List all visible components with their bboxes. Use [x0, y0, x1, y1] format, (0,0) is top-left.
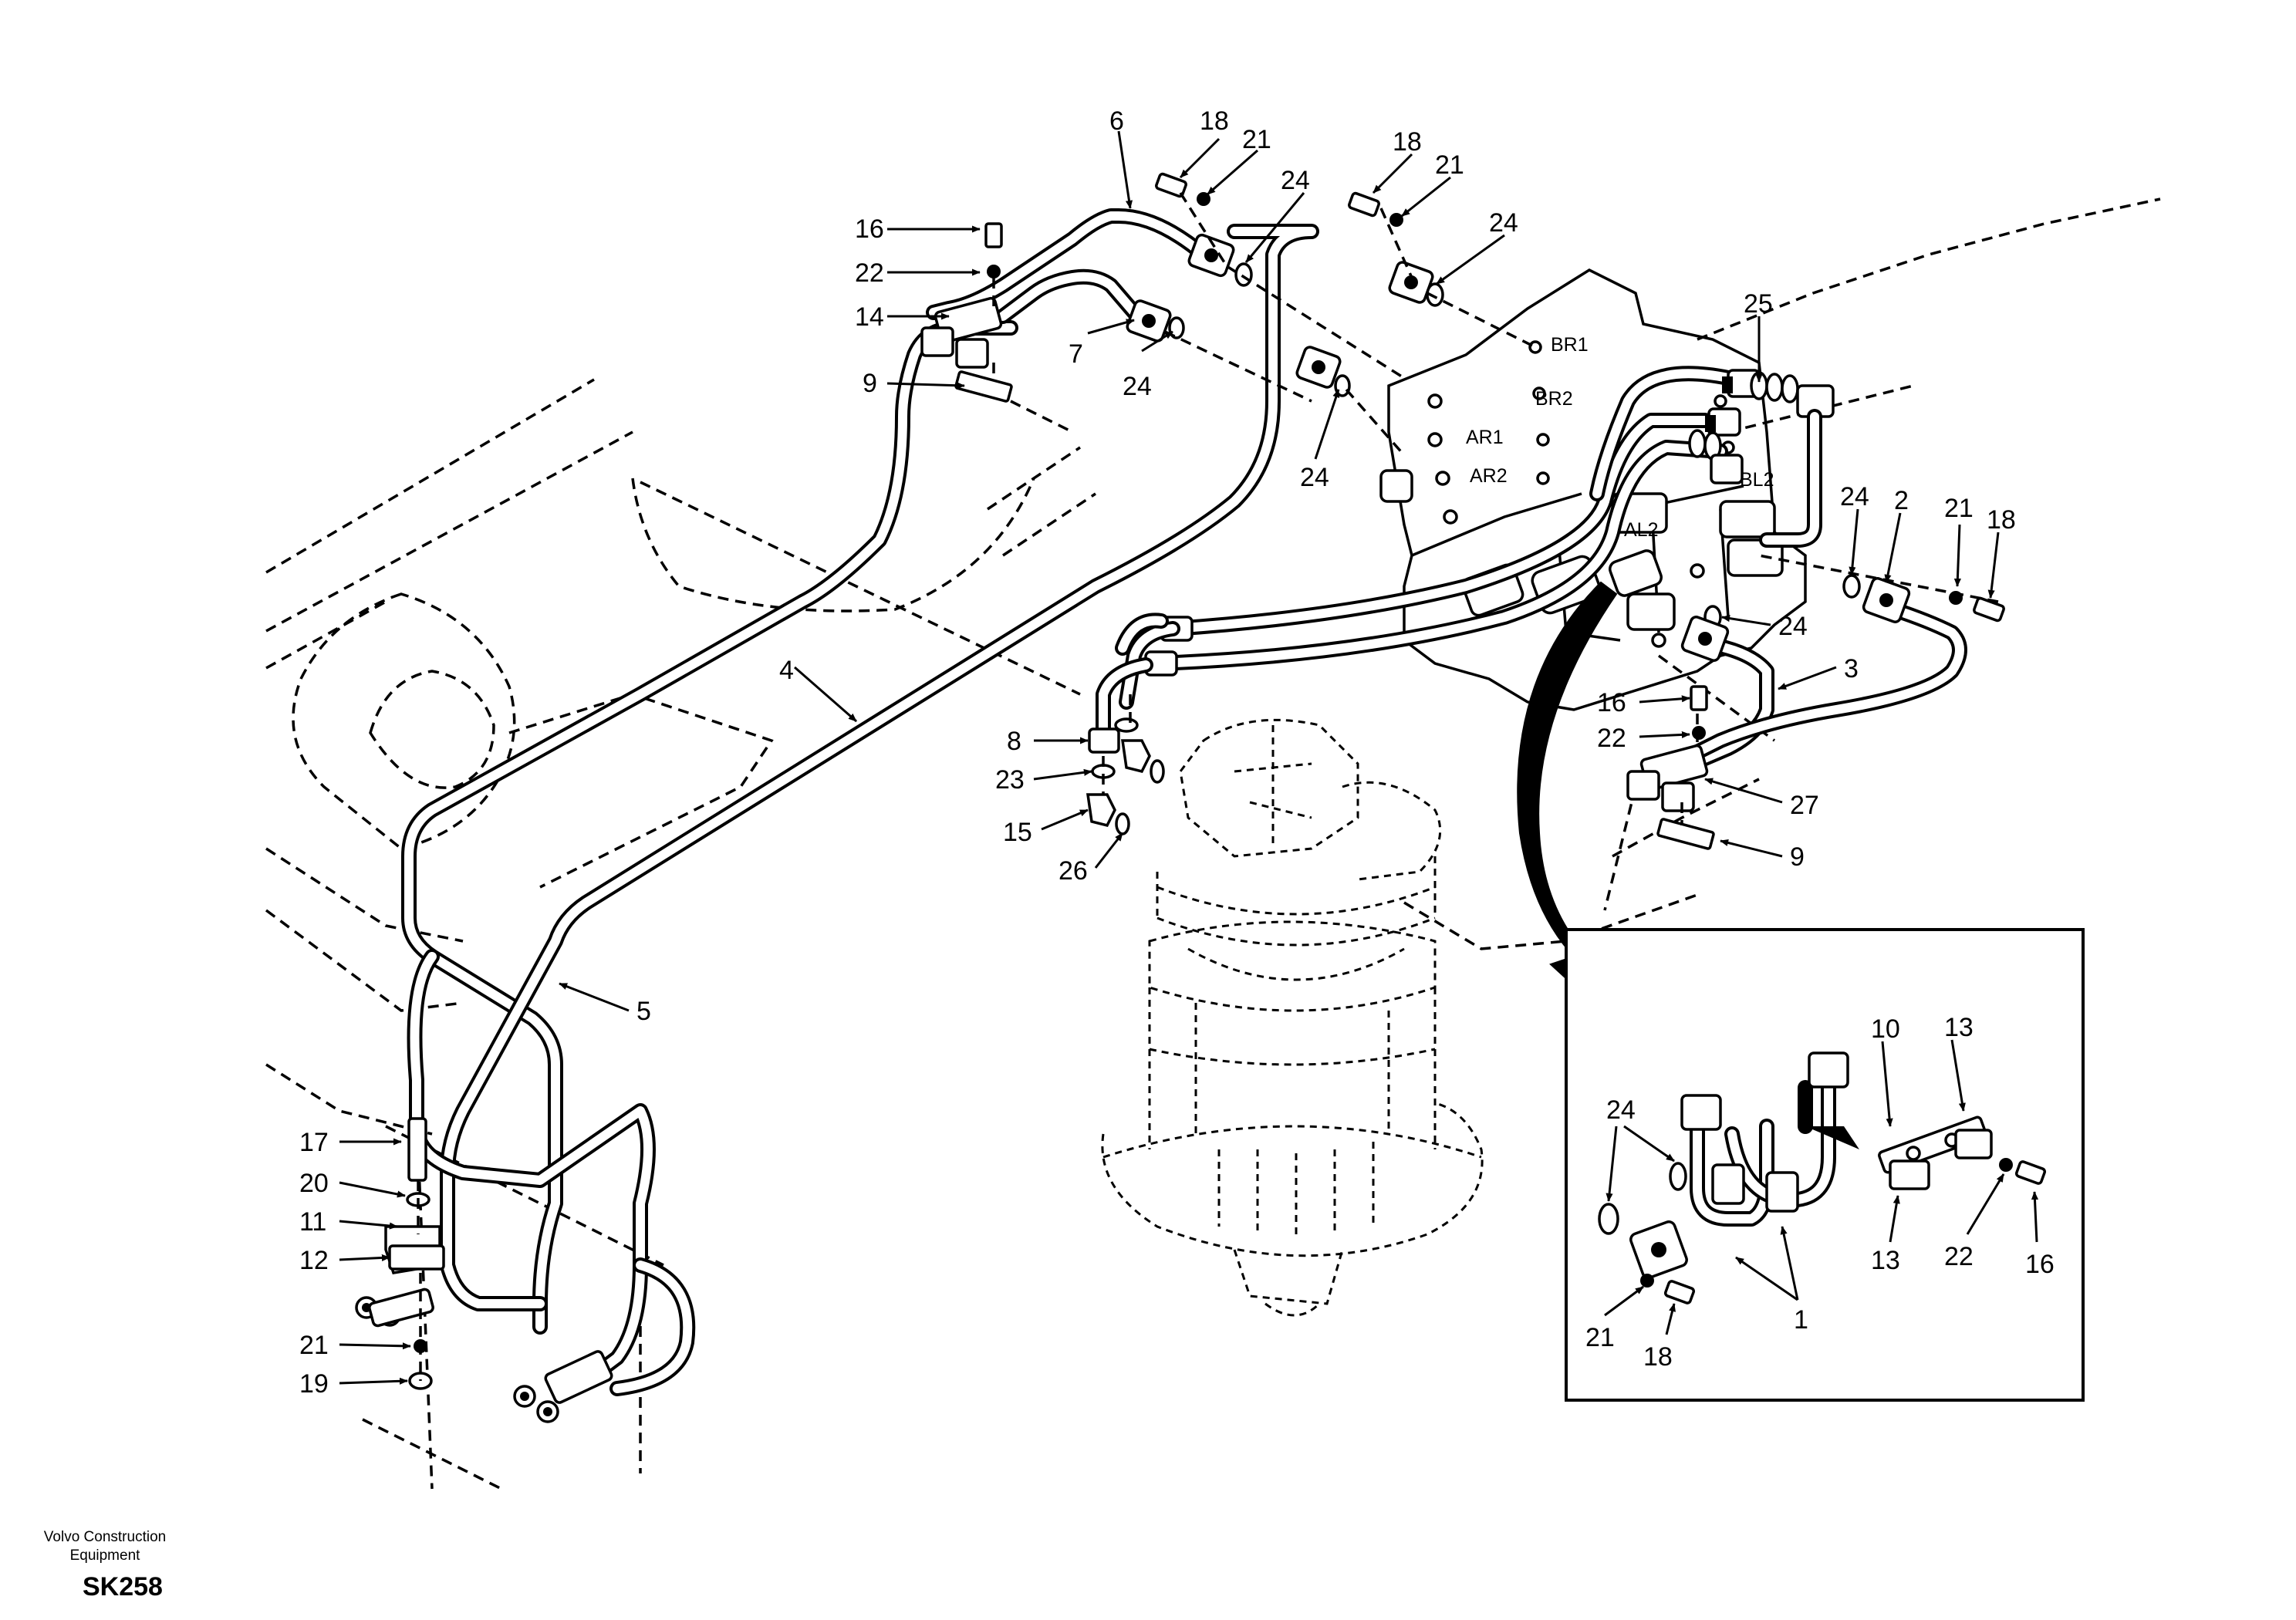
- port-label-ar1: AR1: [1466, 427, 1504, 448]
- callout-inset-24: 24: [1606, 1095, 1636, 1125]
- callout-4: 4: [779, 656, 794, 685]
- callout-6: 6: [1109, 106, 1124, 136]
- callout-inset-13-b: 13: [1871, 1246, 1900, 1275]
- callout-24-b: 24: [1489, 208, 1518, 238]
- callout-21-d: 21: [299, 1331, 329, 1360]
- drawing-code: SK258: [83, 1572, 163, 1601]
- frame-outline-dashed: [265, 197, 2161, 1490]
- port-label-al2: AL2: [1624, 519, 1658, 541]
- callout-23: 23: [995, 765, 1025, 795]
- callout-12: 12: [299, 1246, 329, 1275]
- boom-pipe-ends-right: [513, 1350, 613, 1423]
- callout-27: 27: [1790, 791, 1819, 820]
- callout-8: 8: [1007, 727, 1021, 756]
- callout-18-b: 18: [1393, 127, 1422, 157]
- callout-18-a: 18: [1200, 106, 1229, 136]
- callout-inset-10: 10: [1871, 1014, 1900, 1044]
- pipe-2: [1666, 602, 1967, 771]
- port-label-bl2: BL2: [1740, 469, 1774, 491]
- pipe-4-lower: [407, 949, 696, 1396]
- callout-24-c: 24: [1123, 372, 1152, 401]
- port-label-ar2: AR2: [1470, 465, 1508, 487]
- callout-24-d: 24: [1300, 463, 1329, 492]
- callout-19: 19: [299, 1369, 329, 1399]
- callout-22-a: 22: [855, 258, 884, 288]
- callout-5: 5: [636, 997, 651, 1026]
- callout-3: 3: [1844, 654, 1859, 683]
- callout-21-c: 21: [1944, 494, 1974, 523]
- port-label-br2: BR2: [1535, 388, 1573, 410]
- callout-inset-18: 18: [1643, 1342, 1673, 1372]
- brand-line-1: Volvo Construction: [44, 1529, 166, 1545]
- port-fittings-bl: [1688, 371, 1835, 548]
- port-labels: BR1 BR2 AR1 AR2 AL2 BL2: [1466, 334, 1774, 541]
- callout-7: 7: [1069, 339, 1083, 369]
- swing-motor-dashed: [1101, 718, 1484, 1317]
- brand-line-2: Equipment: [70, 1547, 141, 1564]
- callout-22-b: 22: [1597, 724, 1626, 753]
- callout-18-c: 18: [1987, 505, 2016, 535]
- callout-20: 20: [299, 1169, 329, 1198]
- hoses-to-swing: [1096, 613, 1180, 748]
- callout-26: 26: [1059, 856, 1088, 886]
- callout-9-b: 9: [1790, 842, 1805, 872]
- detail-inset: [1565, 928, 2085, 1402]
- callout-16-b: 16: [1597, 688, 1626, 717]
- small-parts: [355, 172, 2005, 1423]
- callout-25: 25: [1744, 289, 1773, 319]
- callout-24-a: 24: [1281, 166, 1310, 195]
- callout-11: 11: [299, 1207, 326, 1237]
- callout-inset-22: 22: [1944, 1242, 1974, 1271]
- callout-24-f: 24: [1778, 612, 1808, 641]
- callout-16-a: 16: [855, 214, 884, 244]
- pipe-4: [401, 320, 1018, 1335]
- callout-21-a: 21: [1242, 125, 1271, 154]
- pipe-6: [926, 208, 1211, 320]
- callout-leaders: [339, 130, 2039, 1385]
- callout-inset-1: 1: [1794, 1305, 1808, 1335]
- callout-inset-21: 21: [1585, 1323, 1615, 1352]
- footer-brand: Volvo Construction Equipment SK258: [44, 1529, 166, 1601]
- callout-17: 17: [299, 1128, 329, 1157]
- part-callouts: 6 18 21 24 18 21 24 16 22 14 9 7 24 24 2…: [299, 106, 2055, 1399]
- callout-21-b: 21: [1435, 150, 1464, 180]
- callout-inset-13-a: 13: [1944, 1013, 1974, 1042]
- callout-24-e: 24: [1840, 482, 1869, 511]
- boom-pipe-ends-left: [355, 1288, 434, 1328]
- callout-2: 2: [1894, 486, 1909, 515]
- callout-14: 14: [855, 302, 884, 332]
- callout-15: 15: [1003, 818, 1032, 847]
- port-label-br1: BR1: [1551, 334, 1589, 356]
- callout-inset-16: 16: [2025, 1250, 2055, 1279]
- pipe-7: [995, 268, 1142, 324]
- callout-9-a: 9: [863, 369, 877, 398]
- assembly-dashed-lines: [417, 192, 1999, 1381]
